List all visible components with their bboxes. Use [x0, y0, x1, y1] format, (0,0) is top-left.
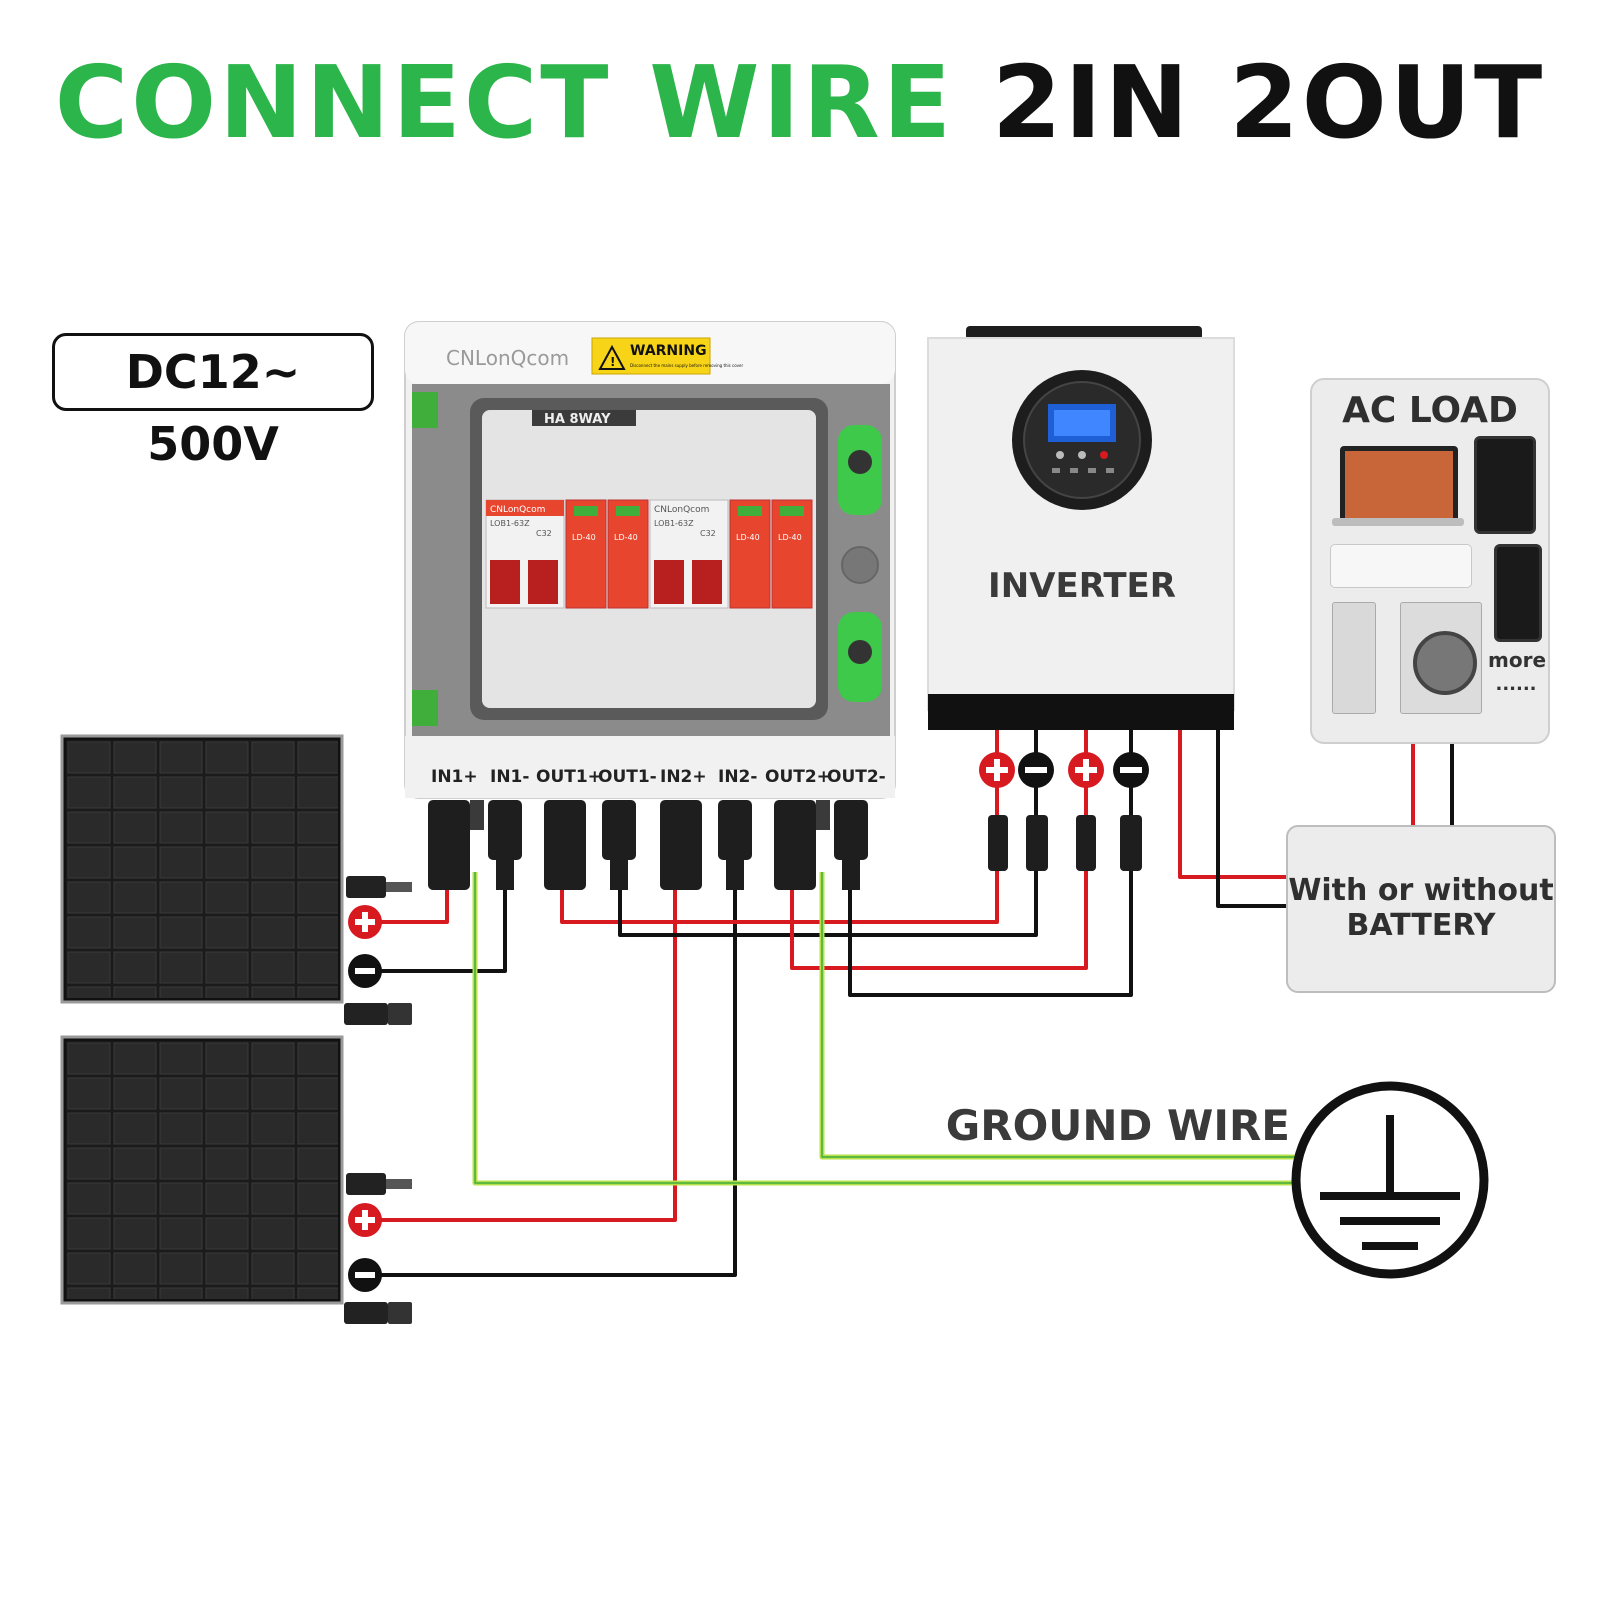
panel-2-connectors — [344, 1173, 412, 1324]
more-ellipsis: ...... — [1495, 674, 1537, 695]
rail-label: HA 8WAY — [544, 412, 611, 427]
surge-protector-4: LD-40 — [771, 499, 813, 609]
svg-text:LOB1-63Z: LOB1-63Z — [490, 519, 530, 528]
inverter-pv2-negative-marker — [1113, 752, 1149, 788]
terminal-label-in1-positive: IN1+ — [431, 767, 478, 787]
svg-text:LD-40: LD-40 — [614, 533, 638, 542]
wire-ac-live — [1178, 730, 1286, 879]
warning-text: Disconnect the mains supply before remov… — [630, 363, 744, 368]
surge-protector-1: LD-40 — [565, 499, 607, 609]
combiner-brand: CNLonQcom — [446, 346, 569, 370]
svg-text:LD-40: LD-40 — [778, 533, 802, 542]
phone-icon — [1494, 544, 1542, 642]
inverter-label: INVERTER — [988, 566, 1176, 606]
inverter-pv1-positive-marker — [979, 752, 1015, 788]
wire-out1-negative — [618, 870, 1038, 937]
laptop-icon — [1340, 446, 1458, 524]
air-conditioner-icon — [1330, 544, 1472, 588]
terminal-label-in2-negative: IN2- — [718, 767, 757, 787]
solar-panel-2 — [60, 1035, 344, 1305]
wire-ground-2-core — [821, 872, 1295, 1158]
wires — [355, 730, 1454, 1277]
terminal-label-out2-positive: OUT2+ — [765, 767, 831, 787]
warning-label: ! WARNING Disconnect the mains supply be… — [591, 337, 744, 375]
wire-in2-positive — [355, 872, 677, 1222]
wire-ac-neutral — [1216, 730, 1286, 908]
title-black-part: 2IN 2OUT — [991, 44, 1546, 161]
ground-wire-label: GROUND WIRE — [946, 1101, 1290, 1150]
inverter-pv2-positive-marker — [1068, 752, 1104, 788]
wire-ground-1-core — [474, 872, 1295, 1184]
refrigerator-icon — [1332, 602, 1376, 714]
dc-breaker-2: CNLonQcom LOB1-63Z C32 — [649, 499, 729, 609]
svg-text:LOB1-63Z: LOB1-63Z — [654, 519, 694, 528]
warning-title: WARNING — [630, 343, 707, 359]
svg-text:LD-40: LD-40 — [736, 533, 760, 542]
svg-text:CNLonQcom: CNLonQcom — [654, 505, 709, 515]
panel-1-connectors — [344, 876, 412, 1025]
panel-2-positive-marker — [348, 1203, 382, 1237]
wire-out2-negative — [848, 870, 1133, 997]
svg-text:C32: C32 — [700, 529, 716, 538]
terminal-label-in1-negative: IN1- — [490, 767, 529, 787]
inverter: INVERTER — [927, 326, 1235, 871]
combiner-connectors — [428, 800, 868, 890]
panel-2-negative-marker — [348, 1258, 382, 1292]
panel-1-positive-marker — [348, 905, 382, 939]
svg-text:LD-40: LD-40 — [572, 533, 596, 542]
terminal-label-out1-positive: OUT1+ — [536, 767, 602, 787]
ac-load-box: AC LOAD more ...... — [1310, 378, 1550, 744]
svg-text:!: ! — [610, 355, 615, 369]
washing-machine-icon — [1400, 602, 1482, 714]
inverter-pv1-negative-marker — [1018, 752, 1054, 788]
terminal-label-out2-negative: OUT2- — [827, 767, 886, 787]
tablet-icon — [1474, 436, 1536, 534]
battery-line-2: BATTERY — [1346, 908, 1496, 943]
combiner-box: CNLonQcom ! WARNING Disconnect the mains… — [404, 321, 896, 799]
dc-breaker-1: CNLonQcom LOB1-63Z C32 — [485, 499, 565, 609]
terminal-label-out1-negative: OUT1- — [598, 767, 657, 787]
title-green-part: CONNECT WIRE — [54, 44, 955, 161]
svg-text:C32: C32 — [536, 529, 552, 538]
battery-box: With or without BATTERY — [1286, 825, 1556, 993]
svg-text:CNLonQcom: CNLonQcom — [490, 505, 545, 515]
ground-symbol-icon — [1291, 1081, 1489, 1279]
diagram-title: CONNECT WIRE 2IN 2OUT — [0, 48, 1600, 158]
more-label: more — [1488, 648, 1547, 672]
surge-protector-3: LD-40 — [729, 499, 771, 609]
wire-in2-negative — [355, 872, 737, 1277]
solar-panel-1 — [60, 734, 344, 1004]
wire-in1-negative — [355, 872, 507, 973]
wire-out2-positive — [790, 870, 1088, 970]
battery-line-1: With or without — [1288, 873, 1554, 908]
ac-load-title: AC LOAD — [1342, 390, 1518, 431]
terminal-label-in2-positive: IN2+ — [660, 767, 707, 787]
surge-protector-2: LD-40 — [607, 499, 649, 609]
wire-out1-positive — [560, 870, 999, 924]
panel-1-negative-marker — [348, 954, 382, 988]
voltage-range-label: DC12~ 500V — [52, 333, 374, 471]
